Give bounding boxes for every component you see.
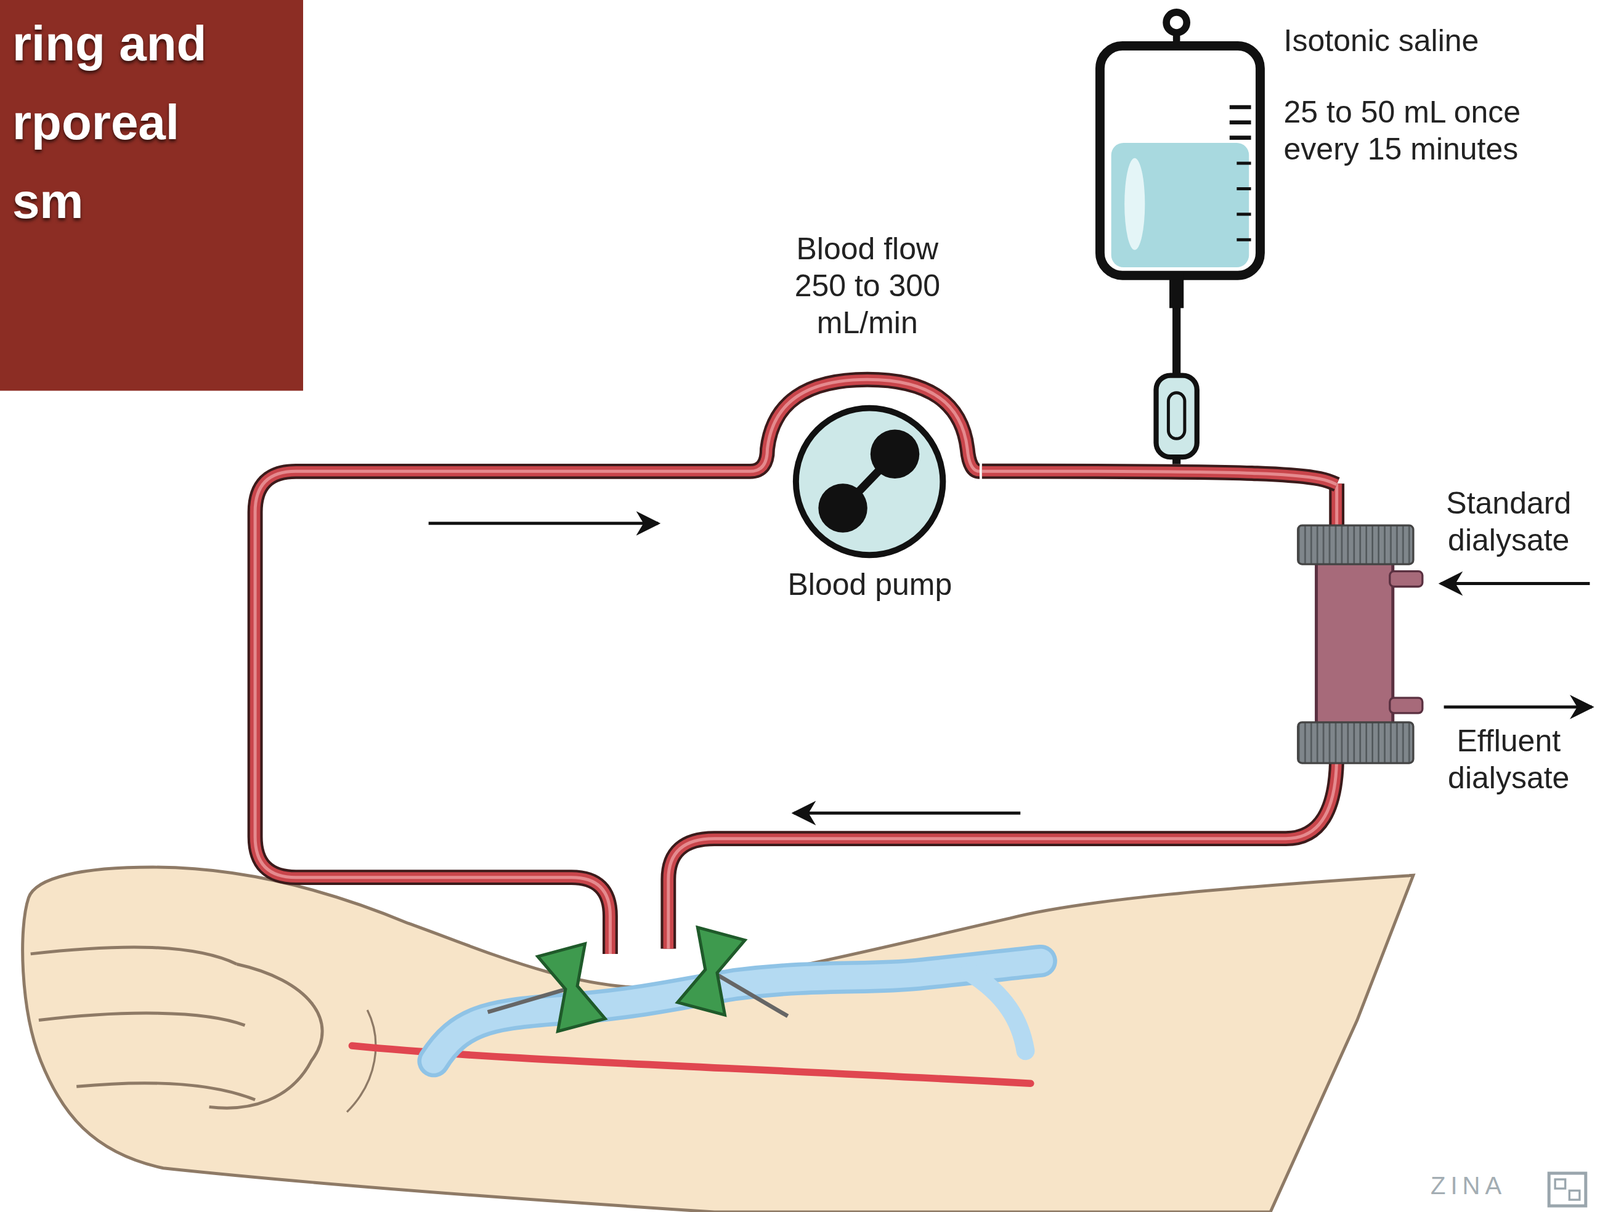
dialyzer bbox=[1389, 698, 1423, 714]
blood-tubing bbox=[668, 755, 1337, 950]
flow-arrow bbox=[794, 812, 1021, 816]
dialyzer bbox=[1389, 571, 1423, 588]
needle bbox=[487, 927, 788, 1032]
watermark-logo bbox=[1569, 1190, 1580, 1201]
saline-bag bbox=[1124, 158, 1145, 251]
tubing-connector bbox=[982, 471, 1337, 485]
saline-bag bbox=[1229, 120, 1252, 125]
watermark: ZINA bbox=[1430, 1171, 1554, 1201]
heading-band bbox=[0, 0, 304, 391]
tubing-connector bbox=[982, 471, 1337, 485]
forearm bbox=[22, 867, 1414, 1212]
saline-bag bbox=[1166, 12, 1187, 33]
node-label: Standard dialysate bbox=[1428, 484, 1589, 559]
fistula-vein bbox=[433, 961, 1041, 1061]
dialyzer bbox=[1316, 559, 1393, 727]
forearm bbox=[209, 964, 323, 1109]
blood-pump: Blood pump bbox=[760, 379, 983, 613]
blood-tubing bbox=[255, 379, 980, 955]
node-label: Effluent dialysate bbox=[1428, 722, 1589, 797]
blood-tubing bbox=[255, 379, 980, 955]
saline-bag bbox=[1236, 187, 1251, 191]
saline-bag bbox=[1111, 142, 1250, 268]
flow-arrow bbox=[1441, 582, 1591, 586]
forearm bbox=[38, 1013, 246, 1026]
tubing-connector bbox=[982, 471, 1337, 485]
tubing-connector bbox=[982, 471, 1337, 485]
forearm bbox=[346, 1010, 376, 1113]
saline-label-group: Isotonic saline 25 to 50 mL once every 15… bbox=[1283, 22, 1596, 204]
saline-bag bbox=[1229, 135, 1252, 140]
dialyzer bbox=[1298, 722, 1414, 764]
saline-bag bbox=[1236, 162, 1251, 166]
forearm bbox=[76, 1083, 256, 1101]
dialyzer: Standard dialysateEffluent dialysate bbox=[1293, 484, 1593, 810]
watermark-logo bbox=[1548, 1173, 1586, 1207]
node-label: Blood pump bbox=[760, 566, 980, 604]
forearm bbox=[30, 947, 238, 965]
fistula-vein bbox=[969, 972, 1026, 1052]
node-label: Isotonic saline bbox=[1283, 22, 1543, 60]
blood-pump-symbol bbox=[870, 429, 920, 479]
saline-bag bbox=[1236, 238, 1251, 242]
fistula-vein bbox=[433, 961, 1041, 1061]
blood-tubing bbox=[255, 379, 980, 955]
saline-bag bbox=[1099, 12, 1260, 465]
dialyzer bbox=[1298, 525, 1423, 764]
node-label: 25 to 50 mL once every 15 minutes bbox=[1283, 93, 1556, 168]
saline-bag bbox=[1099, 46, 1260, 277]
blood-tubing bbox=[255, 379, 1337, 955]
needle bbox=[677, 927, 745, 1016]
flow-arrow bbox=[1444, 706, 1592, 710]
heading-box: ring and rporeal sm bbox=[0, 0, 304, 391]
blood-tubing bbox=[668, 755, 1337, 950]
dialyzer bbox=[1298, 525, 1414, 565]
flow-rate-label: Blood flow 250 to 300 mL/min bbox=[775, 230, 960, 342]
heading-text: ring and rporeal sm bbox=[12, 4, 247, 241]
saline-bag bbox=[1236, 212, 1251, 216]
saline-bag bbox=[1229, 105, 1252, 110]
saline-bag bbox=[1168, 393, 1185, 440]
saline-bag bbox=[1169, 273, 1184, 309]
watermark-logo bbox=[1555, 1179, 1566, 1190]
blood-tubing bbox=[668, 755, 1337, 950]
saline-bag bbox=[1156, 375, 1198, 458]
flow-arrow bbox=[428, 523, 1592, 814]
fistula-vein bbox=[433, 961, 1041, 1061]
blood-pump-symbol bbox=[818, 483, 868, 533]
needle bbox=[537, 943, 606, 1032]
blood-pump-symbol bbox=[795, 408, 944, 556]
watermark-logo bbox=[1548, 1173, 1586, 1207]
forearm bbox=[22, 867, 1414, 1212]
blood-pump-symbol bbox=[795, 408, 944, 556]
flow-arrow bbox=[428, 521, 659, 525]
needle bbox=[487, 988, 572, 1013]
